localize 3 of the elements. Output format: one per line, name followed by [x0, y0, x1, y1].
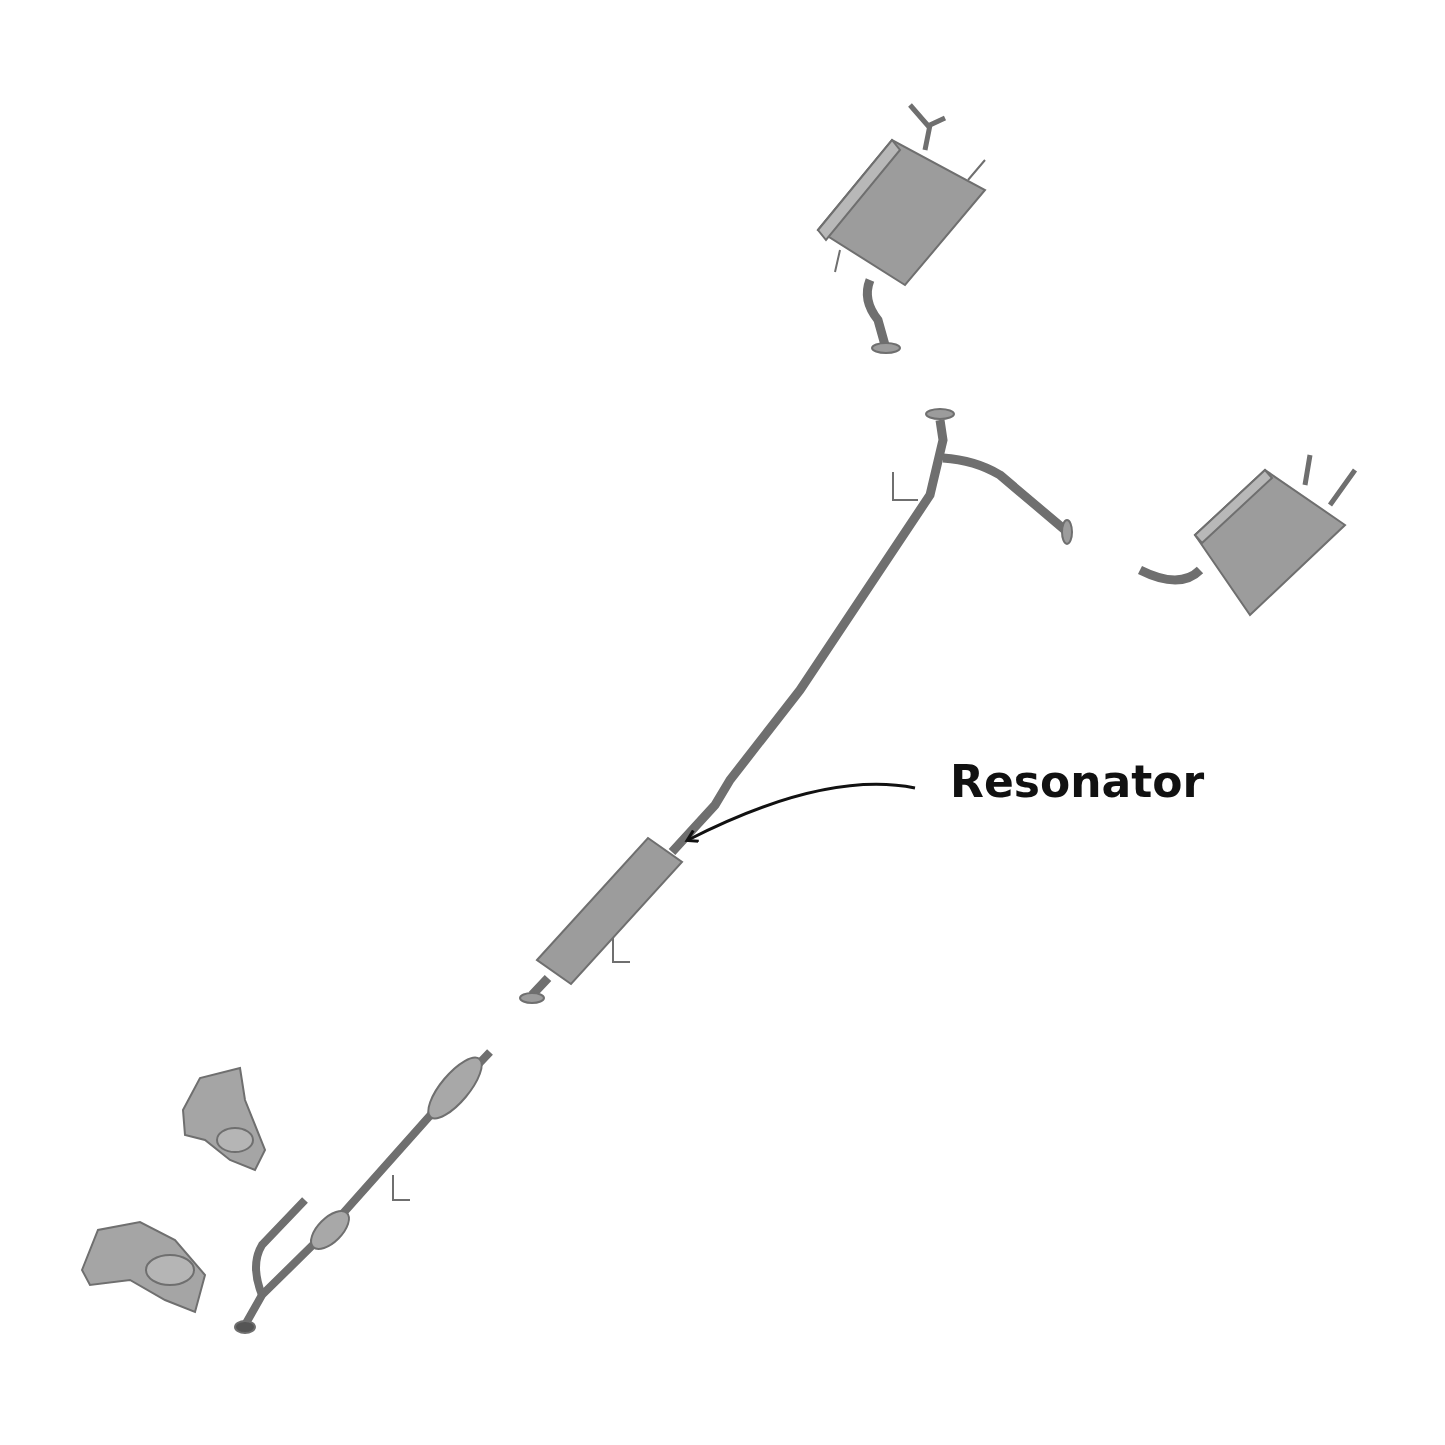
part-label: Resonator [950, 760, 1205, 804]
leader-arrow [685, 782, 916, 843]
resonator-drawing [535, 836, 684, 986]
